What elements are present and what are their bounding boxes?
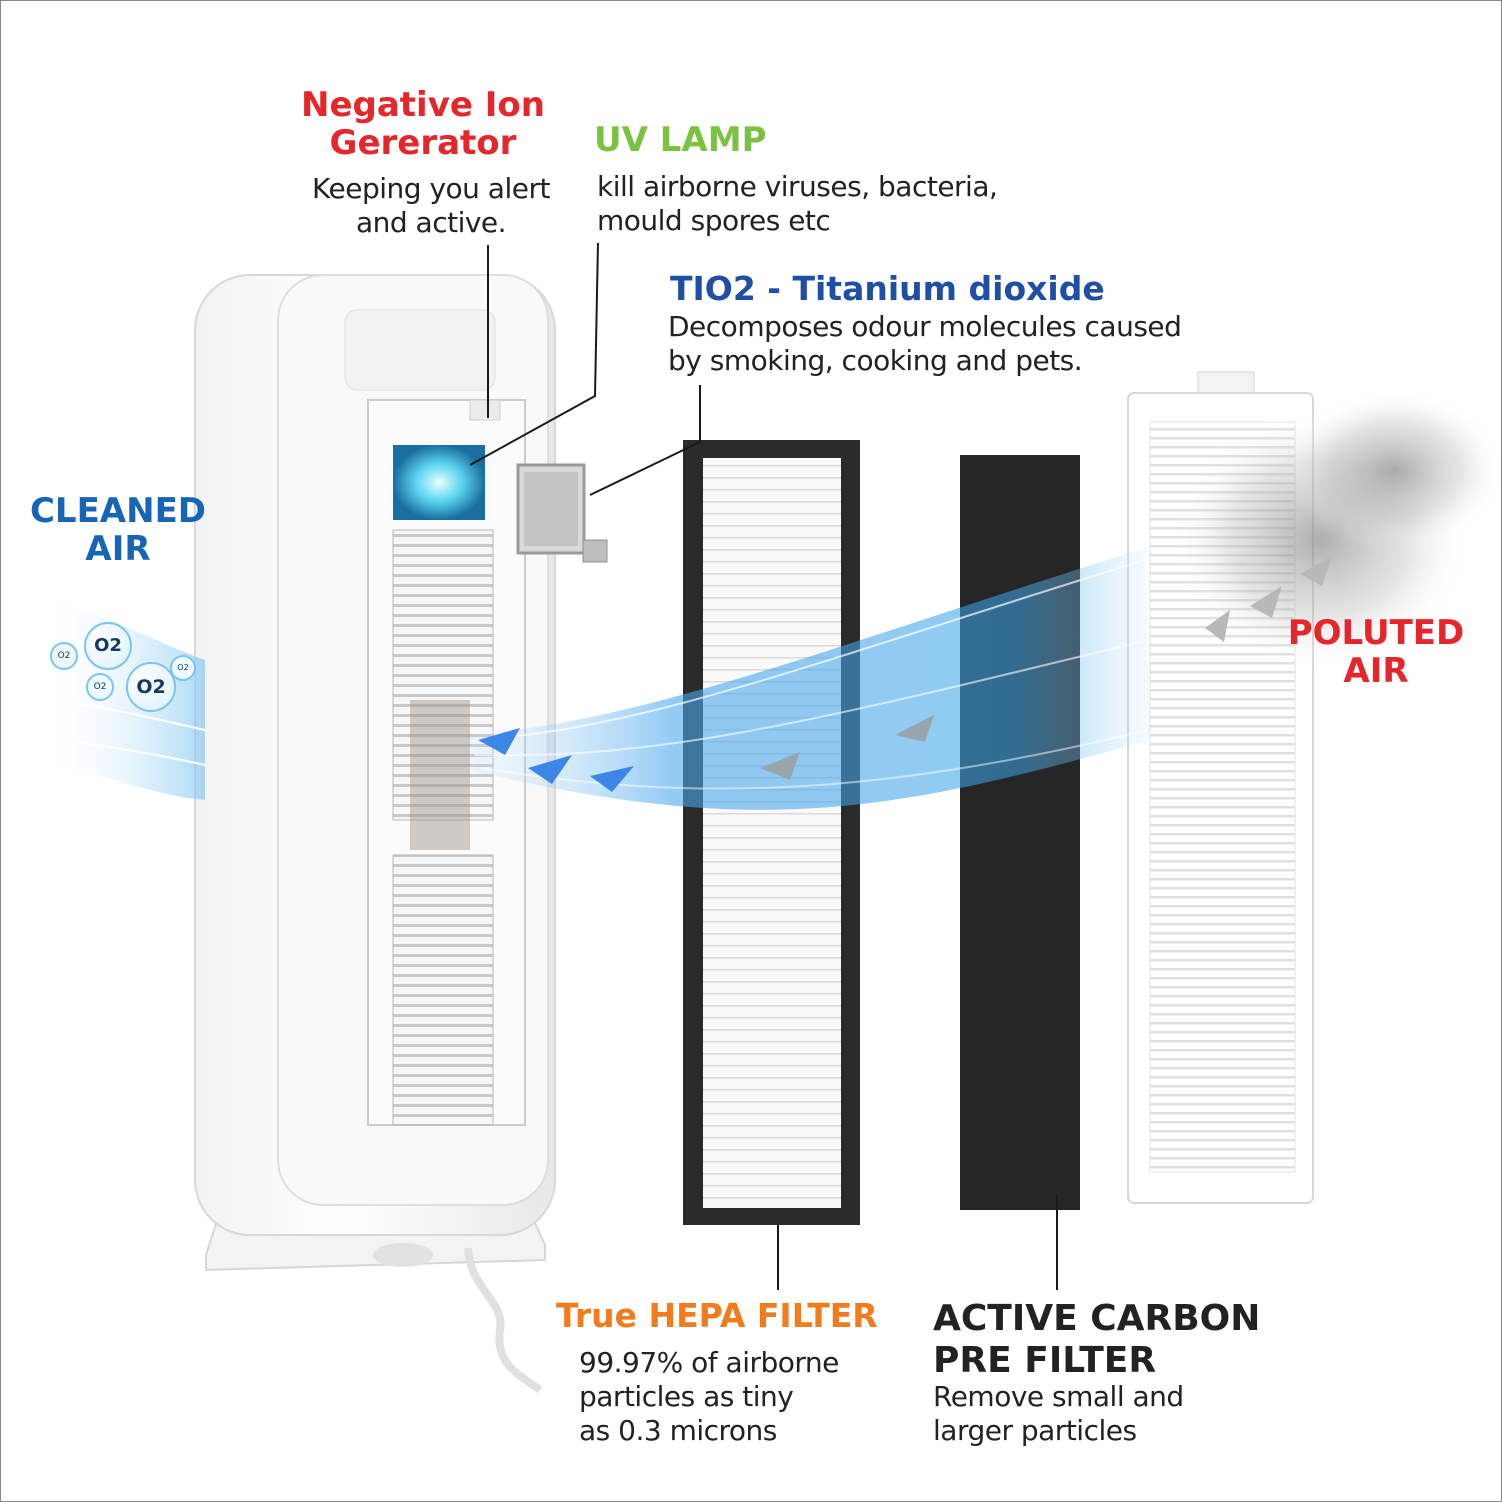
- o2-bubble: O2: [86, 673, 114, 701]
- leader-lines: [469, 242, 1058, 1290]
- carbon-prefilter: [960, 455, 1080, 1210]
- poluted-air-title: POLUTED AIR: [1287, 613, 1465, 691]
- tio2-desc: Decomposes odour molecules caused by smo…: [668, 310, 1182, 377]
- hepa-title: True HEPA FILTER: [556, 1296, 878, 1335]
- hepa-desc: 99.97% of airborne particles as tiny as …: [579, 1346, 839, 1447]
- polluted-smoke: [1170, 390, 1502, 670]
- uv-lamp-desc: kill airborne viruses, bacteria, mould s…: [597, 170, 998, 237]
- o2-bubble: O2: [50, 642, 78, 670]
- airflow-stream: [470, 548, 1332, 810]
- ion-generator-title: Negative Ion Gererator: [301, 85, 545, 163]
- cleaned-air-title: CLEANED AIR: [29, 491, 207, 569]
- ion-generator-desc: Keeping you alert and active.: [312, 172, 550, 239]
- o2-bubble: O2: [84, 622, 132, 670]
- hepa-filter: [683, 440, 860, 1225]
- carbon-desc: Remove small and larger particles: [933, 1380, 1184, 1447]
- o2-bubble: O2: [170, 655, 196, 681]
- purifier-unit: [194, 274, 556, 1394]
- uv-lamp-title: UV LAMP: [594, 120, 767, 160]
- carbon-title: ACTIVE CARBON PRE FILTER: [933, 1298, 1261, 1381]
- tio2-plate: [516, 463, 608, 563]
- o2-bubble: O2: [126, 662, 176, 712]
- tio2-title: TIO2 - Titanium dioxide: [670, 269, 1105, 308]
- cleaned-air-stream: [40, 600, 206, 800]
